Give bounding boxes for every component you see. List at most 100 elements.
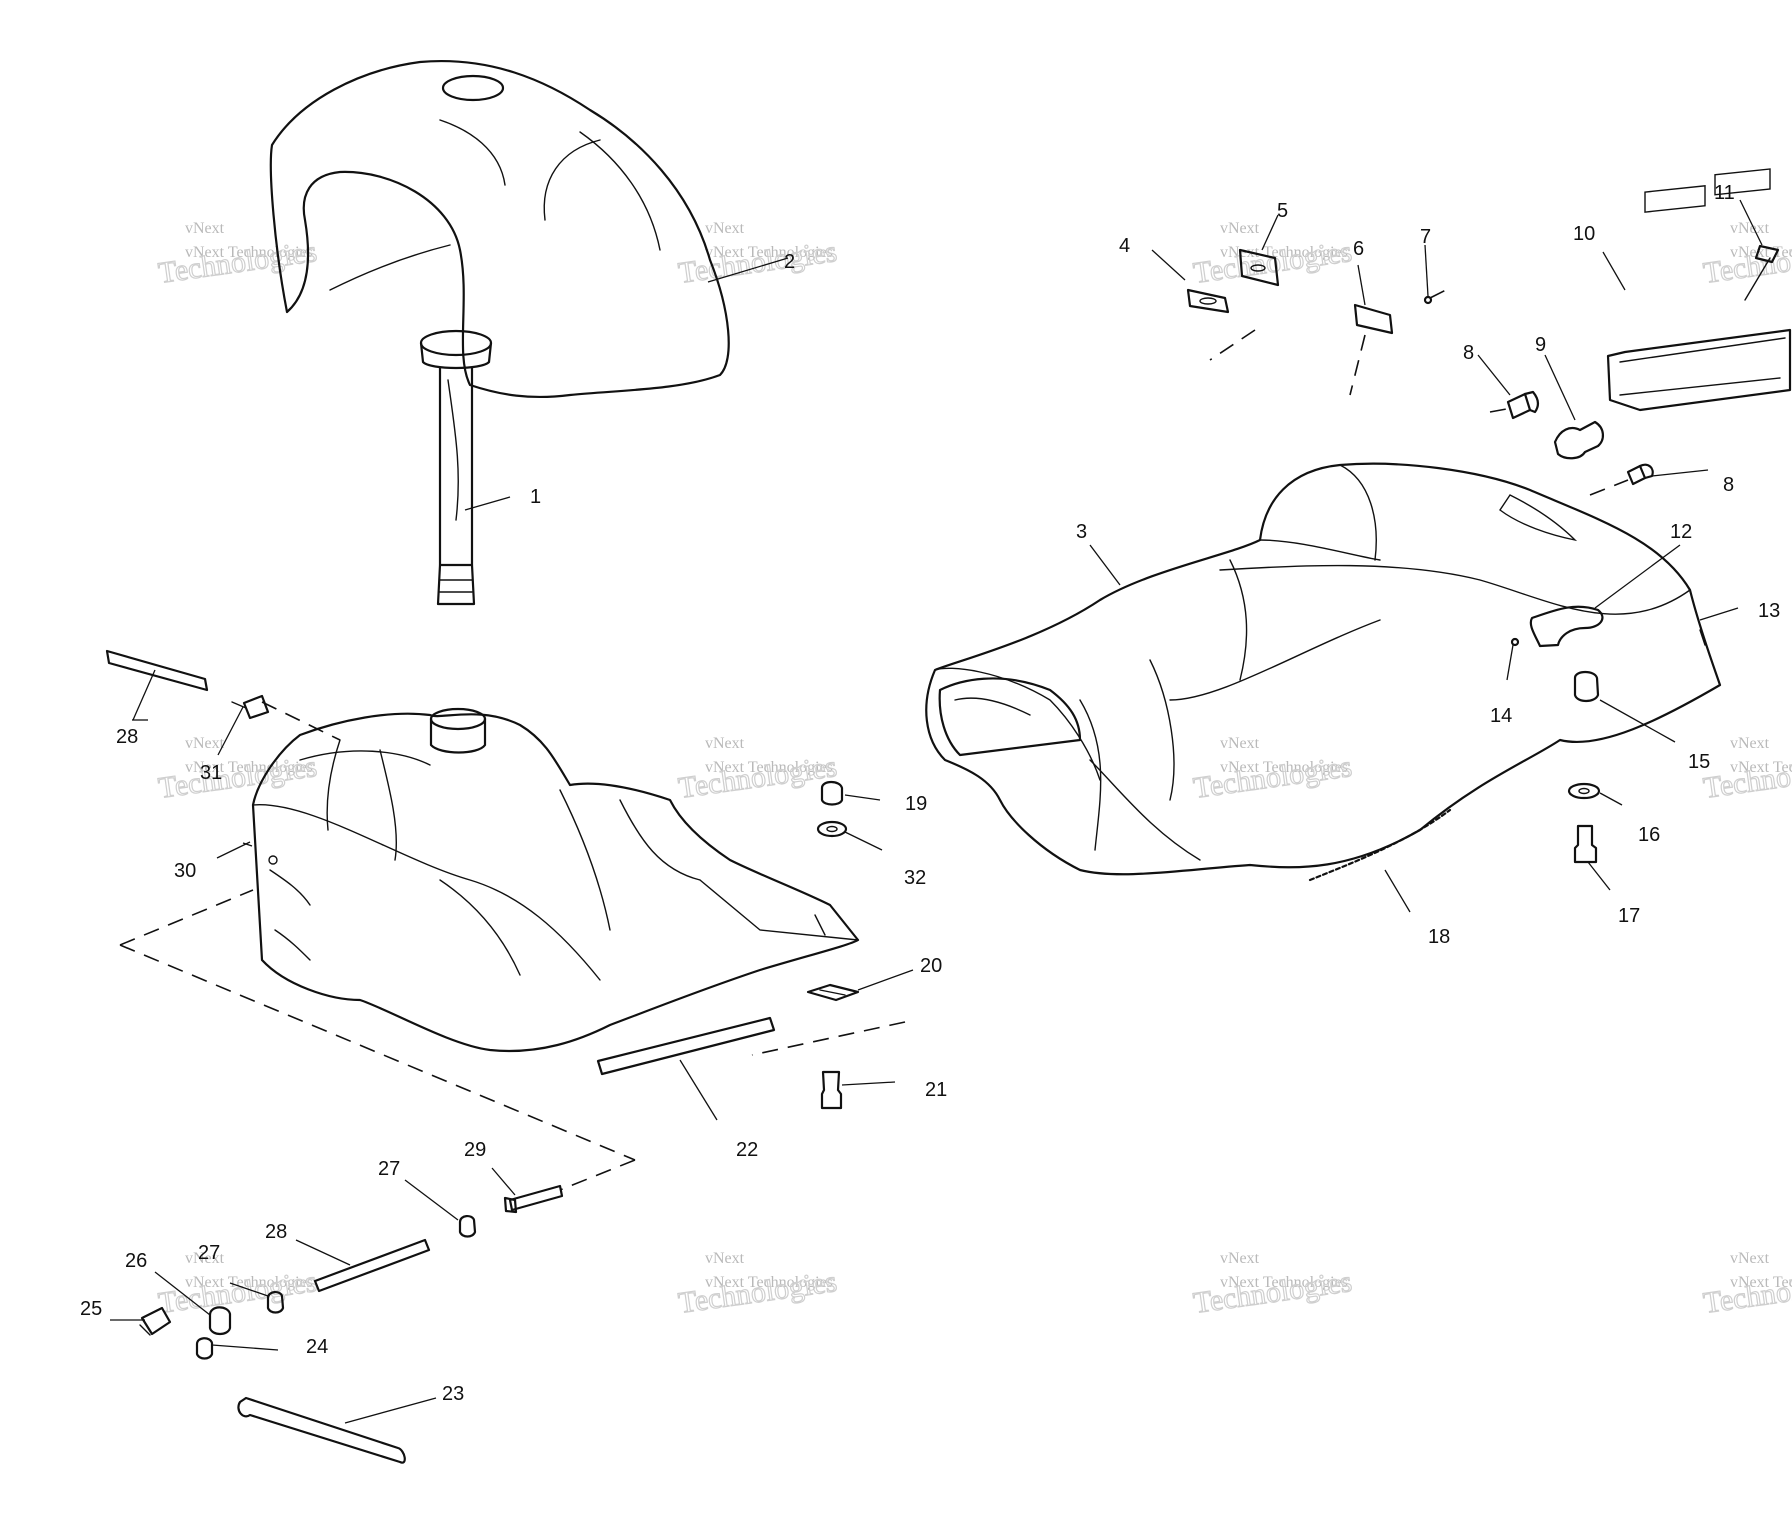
watermark-top-text: vNext Technologies <box>1220 1274 1348 1291</box>
callout-29: 29 <box>464 1139 486 1161</box>
watermark-d: vNext vNext Technologies Technologies <box>1701 220 1792 291</box>
watermark-top-text: vNext Technologies <box>705 1274 833 1291</box>
bolt-21 <box>820 1070 843 1110</box>
fitting-29 <box>508 1184 564 1212</box>
watermark-f: vNext vNext Technologies Technologies <box>676 735 840 806</box>
bolt-17 <box>1573 824 1598 864</box>
callout-32: 32 <box>904 867 926 889</box>
strip-22 <box>596 1016 776 1076</box>
callout-22: 22 <box>736 1139 758 1161</box>
watermark-top-text: vNext Technologies <box>1220 244 1348 261</box>
watermark-top-text: vNext Technologies <box>185 759 313 776</box>
callout-10: 10 <box>1573 223 1595 245</box>
rod-28-lower <box>313 1238 431 1293</box>
callout-28-lower: 28 <box>265 1221 287 1243</box>
callout-27: 27 <box>378 1158 400 1180</box>
taillight-10 <box>1606 328 1792 412</box>
washer-32 <box>816 820 848 838</box>
watermark-top-text: vNext Technologies <box>1730 759 1792 776</box>
watermark-b: vNext vNext Technologies Technologies <box>676 220 840 291</box>
filler-neck <box>419 329 493 606</box>
watermark-top-text: vNext Technologies <box>185 244 313 261</box>
watermark-g: vNext vNext Technologies Technologies <box>1191 735 1355 806</box>
watermark-overlay: vNext <box>705 220 745 237</box>
pad-20 <box>806 983 860 1002</box>
screw-14 <box>1510 637 1520 647</box>
callout-23: 23 <box>442 1383 464 1405</box>
watermark-j: vNext vNext Technologies Technologies <box>676 1250 840 1321</box>
grommet-26 <box>208 1306 232 1336</box>
watermark-k: vNext vNext Technologies Technologies <box>1191 1250 1355 1321</box>
tank-cover <box>269 60 730 399</box>
nut-15 <box>1573 670 1600 703</box>
callout-21: 21 <box>925 1079 947 1101</box>
callout-3: 3 <box>1076 521 1087 543</box>
callout-9: 9 <box>1535 334 1546 356</box>
callout-24: 24 <box>306 1336 328 1358</box>
fuel-tank <box>251 707 860 1053</box>
callout-11: 11 <box>1714 182 1735 204</box>
watermark-e: vNext vNext Technologies Technologies <box>156 735 320 806</box>
hardware <box>105 168 1792 1464</box>
callout-15: 15 <box>1688 751 1710 773</box>
bolt-8-upper <box>1506 392 1532 420</box>
rod-28-upper <box>105 649 209 692</box>
screw-7 <box>1423 295 1433 305</box>
bracket-6 <box>1353 303 1394 335</box>
clip-12 <box>1529 605 1604 648</box>
callout-12: 12 <box>1670 521 1692 543</box>
callout-7: 7 <box>1420 226 1431 248</box>
watermark-overlay: vNext <box>1730 1250 1770 1267</box>
watermark-layer: vNext vNext Technologies Technologies vN… <box>156 220 1792 1321</box>
watermark-overlay: vNext <box>185 1250 225 1267</box>
callout-13: 13 <box>1758 600 1780 622</box>
watermark-a: vNext vNext Technologies Technologies <box>156 220 320 291</box>
watermark-overlay: vNext <box>1730 735 1770 752</box>
callout-31: 31 <box>200 762 222 784</box>
callout-4: 4 <box>1119 235 1130 257</box>
washer-16 <box>1567 782 1601 800</box>
callout-18: 18 <box>1428 926 1450 948</box>
ring-24 <box>195 1337 214 1360</box>
bolt-8-lower <box>1626 464 1647 486</box>
watermark-top-text: vNext Technologies <box>705 759 833 776</box>
callout-8-lower: 8 <box>1723 474 1734 496</box>
callout-6: 6 <box>1353 238 1364 260</box>
callout-8-upper: 8 <box>1463 342 1474 364</box>
callout-26: 26 <box>125 1250 147 1272</box>
assembly-lines <box>119 287 1629 1191</box>
callout-14: 14 <box>1490 705 1512 727</box>
watermark-c: vNext vNext Technologies Technologies <box>1191 220 1355 291</box>
callout-2: 2 <box>784 251 795 273</box>
bolt-9 <box>1553 420 1604 460</box>
callout-25: 25 <box>80 1298 102 1320</box>
watermark-top-text: vNext Technologies <box>1730 1274 1792 1291</box>
callout-labels: 1 2 3 4 5 6 7 8 9 10 11 12 13 14 15 16 1… <box>80 182 1780 1405</box>
callout-5: 5 <box>1277 200 1288 222</box>
watermark-top-text: vNext Technologies <box>185 1274 313 1291</box>
watermark-overlay: vNext <box>1220 1250 1260 1267</box>
screw-11 <box>1754 244 1780 264</box>
watermark-overlay: vNext <box>185 735 225 752</box>
leader-lines <box>110 199 1763 1424</box>
fitting-31 <box>242 694 270 720</box>
grommet-27-lower <box>266 1291 285 1314</box>
watermark-h: vNext vNext Technologies Technologies <box>1701 735 1792 806</box>
bracket-5 <box>1238 248 1280 287</box>
rod-23 <box>237 1396 406 1464</box>
callout-1: 1 <box>530 486 541 508</box>
watermark-top-text: vNext Technologies <box>705 244 833 261</box>
watermark-overlay: vNext <box>1220 735 1260 752</box>
callout-19: 19 <box>905 793 927 815</box>
callout-27-lower: 27 <box>198 1242 220 1264</box>
watermark-l: vNext vNext Technologies Technologies <box>1701 1250 1792 1321</box>
watermark-top-text: vNext Technologies <box>1220 759 1348 776</box>
watermark-top-text: vNext Technologies <box>1730 244 1792 261</box>
fitting-25 <box>140 1306 172 1336</box>
callout-30: 30 <box>174 860 196 882</box>
watermark-overlay: vNext <box>705 735 745 752</box>
callout-17: 17 <box>1618 905 1640 927</box>
callout-28-upper: 28 <box>116 726 138 748</box>
watermark-overlay: vNext <box>705 1250 745 1267</box>
